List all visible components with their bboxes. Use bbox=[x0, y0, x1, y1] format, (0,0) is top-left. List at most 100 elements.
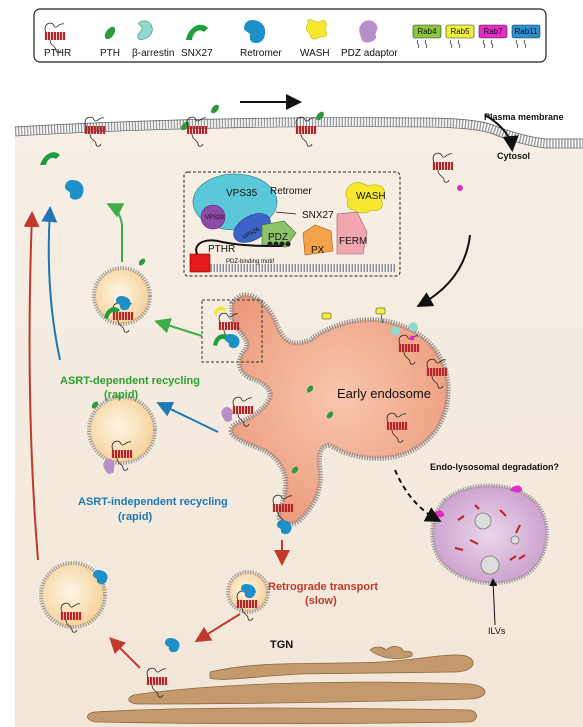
vps35-label: VPS35 bbox=[226, 188, 258, 199]
pdz-motif-bead bbox=[285, 241, 291, 247]
asrt-dependent-label: ASRT-dependent recycling bbox=[60, 375, 200, 387]
wash-bud bbox=[214, 306, 226, 316]
plasma-membrane bbox=[14, 117, 583, 148]
pdz-motif-label: PDZ-binding motif bbox=[226, 259, 274, 265]
svg-text:Rab7: Rab7 bbox=[483, 27, 503, 36]
retrograde-slow: (slow) bbox=[305, 595, 337, 607]
legend-pth-label: PTH bbox=[100, 48, 120, 59]
red-from-tgn-arrow bbox=[109, 637, 141, 669]
legend-rab7: Rab7 bbox=[478, 24, 508, 49]
asrt-independent-label: ASRT-independent recycling bbox=[78, 496, 228, 508]
vps29-label: VPS29 bbox=[205, 215, 224, 221]
svg-text:Rab11: Rab11 bbox=[515, 27, 539, 36]
arrestin-free bbox=[390, 326, 400, 336]
snx27-bud bbox=[213, 334, 229, 346]
ferm-shape bbox=[336, 211, 368, 255]
pdz-motif-bead bbox=[273, 241, 279, 247]
pdz-shape bbox=[261, 220, 297, 248]
retromer-bud bbox=[225, 334, 240, 349]
legend-retromer-label: Retromer bbox=[240, 48, 282, 59]
ilvs-label: ILVs bbox=[488, 626, 506, 636]
pdz-adaptor-icon bbox=[359, 20, 378, 43]
snx27-icon bbox=[186, 24, 208, 40]
wash-shape bbox=[345, 182, 385, 214]
ilv bbox=[474, 512, 492, 530]
svg-text:Rab4: Rab4 bbox=[417, 27, 437, 36]
rab-marker bbox=[409, 335, 415, 341]
legend-wash-label: WASH bbox=[300, 48, 330, 59]
legend-snx27-label: SNX27 bbox=[181, 48, 213, 59]
red-to-tgn-arrow bbox=[194, 613, 241, 643]
pthr-block bbox=[189, 253, 211, 273]
plasma-membrane-label: Plasma membrane bbox=[484, 112, 564, 122]
green-recycling-arrow-up bbox=[106, 203, 125, 262]
pdz-label: PDZ bbox=[268, 232, 288, 243]
inset-wash-label: WASH bbox=[356, 191, 386, 202]
arrestin-icon bbox=[137, 20, 153, 40]
snx27-label: SNX27 bbox=[302, 210, 334, 221]
rab5-marker bbox=[375, 307, 386, 315]
legend-box bbox=[33, 8, 547, 63]
asrt-dependent-rapid: (rapid) bbox=[104, 389, 139, 401]
early-endosome-label: Early endosome bbox=[337, 386, 431, 401]
legend-pthr-label: PTHR bbox=[44, 48, 71, 59]
legend-rab11: Rab11 bbox=[511, 24, 541, 49]
vps26-shape bbox=[233, 213, 271, 243]
blue-recycling-arrow-up bbox=[41, 206, 61, 361]
pth-ligand bbox=[291, 466, 299, 474]
rab-marker bbox=[457, 185, 463, 191]
asrt-bud-box bbox=[201, 299, 263, 363]
pthr-tail bbox=[195, 239, 283, 259]
legend: PTHR PTH β-arrestin SNX27 Retromer WASH … bbox=[33, 8, 547, 63]
retromer-complex-inset: VPS35 Retromer VPS29 VPS26 PDZ PX FERM W… bbox=[183, 171, 401, 277]
pth-ligand bbox=[306, 385, 314, 393]
pth-ligand bbox=[211, 104, 219, 114]
legend-rab4: Rab4 bbox=[412, 24, 442, 49]
retrograde-label: Retrograde transport bbox=[268, 581, 378, 593]
pdz-motif-bead bbox=[279, 241, 285, 247]
retromer-released bbox=[65, 180, 84, 200]
inset-pthr-label: PTHR bbox=[208, 244, 235, 255]
pdz-adaptor-bud bbox=[221, 407, 233, 422]
pdz-motif-bead bbox=[267, 241, 273, 247]
legend-pdz-label: PDZ adaptor bbox=[341, 48, 398, 59]
lysosome bbox=[430, 483, 549, 586]
legend-rab5: Rab5 bbox=[445, 24, 475, 49]
rab7-marker bbox=[510, 485, 522, 493]
snx27-pointer bbox=[275, 211, 297, 215]
pth-ligand bbox=[316, 111, 324, 121]
wash-icon bbox=[305, 19, 328, 40]
pth-icon bbox=[104, 26, 116, 40]
px-label: PX bbox=[311, 245, 325, 256]
flow-arrow-down bbox=[484, 114, 519, 152]
recycling-vesicle-blue bbox=[87, 395, 157, 474]
retrograde-vesicle-small bbox=[226, 570, 270, 622]
asrt-independent-rapid: (rapid) bbox=[118, 511, 153, 523]
cytosol-label: Cytosol bbox=[497, 151, 530, 161]
tgn-exit-vesicle bbox=[39, 561, 108, 634]
retromer-icon bbox=[244, 20, 266, 44]
early-endosome bbox=[228, 292, 451, 527]
snx27-released bbox=[40, 152, 60, 165]
ferm-label: FERM bbox=[339, 236, 367, 247]
tgn bbox=[87, 638, 486, 724]
retromer-bud bbox=[277, 520, 292, 535]
pth-ligand bbox=[326, 411, 334, 419]
endocytosis-arrow bbox=[416, 234, 471, 307]
inset-retromer-label: Retromer bbox=[270, 186, 312, 197]
legend-arrestin-label: β-arrestin bbox=[132, 48, 174, 59]
ilvs-pointer bbox=[489, 578, 498, 626]
rab5-marker bbox=[321, 312, 332, 320]
arrestin-free bbox=[408, 322, 418, 332]
recycling-vesicle-green bbox=[92, 258, 152, 334]
vps29-shape bbox=[200, 204, 226, 230]
ilv bbox=[510, 535, 520, 545]
green-recycling-arrow bbox=[154, 318, 203, 337]
px-shape bbox=[302, 224, 334, 256]
degradation-label: Endo-lysosomal degradation? bbox=[430, 462, 559, 472]
ilv bbox=[480, 555, 500, 575]
blue-recycling-arrow bbox=[156, 402, 219, 433]
svg-text:Rab5: Rab5 bbox=[450, 27, 470, 36]
